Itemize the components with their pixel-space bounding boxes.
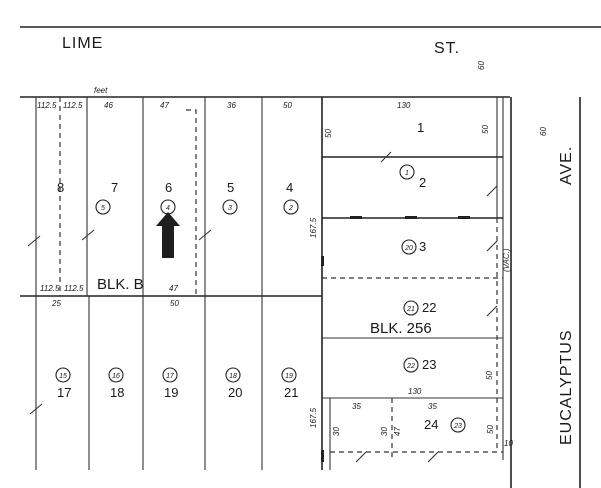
svg-text:19: 19 [285,373,293,380]
lot-24-number: 24 [424,417,438,432]
svg-text:2: 2 [288,205,293,212]
lot-22-number: 22 [422,300,436,315]
svg-text:20: 20 [404,245,413,252]
parcel-circle-15: 15 [55,367,71,383]
lot-1-width: 130 [397,101,411,110]
tick-mark [486,305,498,317]
subject-arrow-icon [156,212,180,258]
blk-b-bottom-1: 112.5 [40,284,60,293]
lot-24-dim-4: 47 [393,427,402,436]
lot-23-width: 130 [408,387,422,396]
blk-b-bottom-2: 112.5 [64,284,84,293]
block-256-label: BLK. 256 [370,320,432,337]
lot-6-number: 6 [165,180,172,195]
monument-mark [321,450,324,462]
svg-text:18: 18 [229,373,237,380]
svg-text:1: 1 [405,170,409,177]
parcel-circle-18: 18 [225,367,241,383]
parcel-circle-20: 20 [401,239,417,255]
lot-20-number: 20 [228,385,242,400]
st-label: ST. [434,40,460,57]
tick-mark [380,151,392,163]
lot-8-number: 8 [57,180,64,195]
parcel-circle-16: 16 [108,367,124,383]
bottom-left-50: 50 [170,299,179,308]
tick-mark [355,451,367,463]
frontage-3: 46 [104,101,113,110]
monument-mark [458,216,470,219]
parcel-circle-19: 19 [281,367,297,383]
svg-text:5: 5 [101,205,105,212]
lot-1-number: 1 [417,120,424,135]
block-b-label: BLK. B [97,276,144,293]
tick-mark [486,240,498,252]
ave-label: AVE. [558,146,575,185]
svg-text:16: 16 [112,373,120,380]
lot-2-number: 2 [419,175,426,190]
svg-text:15: 15 [59,373,67,380]
lot-24-dim-7: 10 [504,439,513,448]
parcel-circle-4: 4 [160,199,176,215]
frontage-4: 47 [160,101,169,110]
svg-text:21: 21 [406,306,415,313]
monument-mark [321,256,324,266]
monument-mark [350,216,362,219]
lot-19-number: 19 [164,385,178,400]
tick-mark [27,235,41,247]
frontage-1: 112.5 [37,101,57,110]
lot-24-dim-5: 30 [380,427,389,436]
lot-3-number: 3 [419,239,426,254]
lot-24-dim-3: 30 [332,427,341,436]
parcel-circle-17: 17 [162,367,178,383]
tick-mark [486,185,498,197]
bottom-left-25: 25 [51,299,61,308]
frontage-2: 112.5 [63,101,83,110]
tick-mark [427,451,439,463]
eucalyptus-label: EUCALYPTUS [558,329,575,445]
right-edge-dim-2: 50 [481,125,490,134]
lot-21-number: 21 [284,385,298,400]
frontage-6: 50 [283,101,292,110]
parcel-circle-3: 3 [222,199,238,215]
tick-mark [29,403,43,415]
lot-4-number: 4 [286,180,293,195]
svg-text:22: 22 [406,363,415,370]
parcel-circle-23: 23 [450,417,466,433]
lot-5-number: 5 [227,180,234,195]
tick-mark [81,229,95,241]
svg-text:3: 3 [228,205,232,212]
parcel-circle-5: 5 [95,199,111,215]
svg-text:4: 4 [166,205,170,212]
block-b-east-dashed [186,109,197,296]
blk-b-bottom-3: 47 [169,284,178,293]
depth-label-a: 167.5 [309,217,318,238]
ave-width-label: 60 [539,127,548,136]
parcel-circle-1: 1 [399,164,415,180]
lime-street-label: LIME [62,35,103,52]
lot-23-number: 23 [422,357,436,372]
st-width-label: 60 [477,61,486,70]
frontage-5: 36 [227,101,236,110]
svg-text:17: 17 [166,373,175,380]
right-edge-dim-3: 50 [485,371,494,380]
svg-text:23: 23 [453,423,462,430]
parcel-circle-2: 2 [283,199,299,215]
lot-18-number: 18 [110,385,124,400]
vac-label: (VAC.) [502,248,511,272]
lot-7-number: 7 [111,180,118,195]
tick-mark [198,229,212,241]
feet-label: feet [94,86,108,95]
depth-label-b: 167.5 [309,407,318,428]
parcel-circle-21: 21 [403,300,419,316]
lot-24-dim-1: 35 [352,402,361,411]
lot-24-dim-6: 50 [486,425,495,434]
lot-24-dim-2: 35 [428,402,437,411]
lot-17-number: 17 [57,385,71,400]
parcel-circle-22: 22 [403,357,419,373]
monument-mark [405,216,417,219]
right-edge-dim-1: 50 [324,129,333,138]
